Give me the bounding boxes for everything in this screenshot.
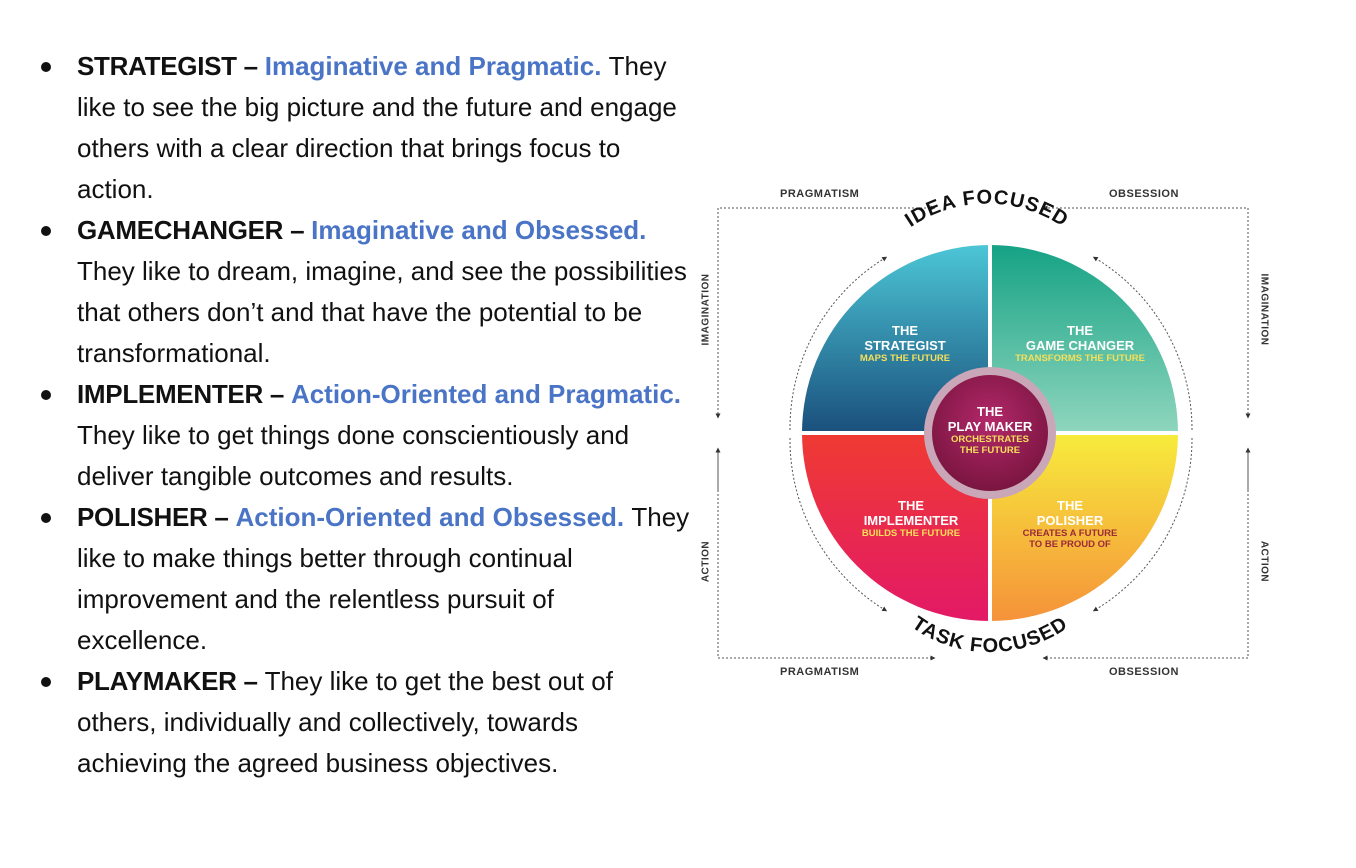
list-item-gamechanger: GAMECHANGER – Imaginative and Obsessed. … <box>40 210 690 374</box>
quadrant-strategist <box>802 245 990 433</box>
label-imagination-right: IMAGINATION <box>1258 273 1270 346</box>
diagram-graphic: IDEA FOCUSED TASK FOCUSED <box>715 187 1251 661</box>
playmaker-label: THE PLAY MAKER ORCHESTRATES THE FUTURE <box>947 404 1033 456</box>
role-traits: Imaginative and Obsessed. <box>311 215 647 245</box>
role-name: PLAYMAKER – <box>77 666 265 696</box>
label-pragmatism-top: PRAGMATISM <box>780 188 860 200</box>
role-traits: Action-Oriented and Pragmatic. <box>290 379 682 409</box>
quadrant-implementer <box>802 433 990 621</box>
role-name: GAMECHANGER – <box>77 215 312 245</box>
bullet-icon <box>41 62 51 72</box>
role-name: STRATEGIST – <box>77 51 265 81</box>
role-name: IMPLEMENTER – <box>77 379 291 409</box>
playmaker-circle <box>932 375 1048 491</box>
label-imagination-left: IMAGINATION <box>700 273 712 346</box>
role-name: POLISHER – <box>77 502 236 532</box>
label-action-left: ACTION <box>700 540 712 583</box>
label-obsession-bottom: OBSESSION <box>1109 666 1179 678</box>
role-description: They like to get things done conscientio… <box>77 420 630 491</box>
list-item-implementer: IMPLEMENTER – Action-Oriented and Pragma… <box>40 374 690 497</box>
role-traits: Action-Oriented and Obsessed. <box>235 502 632 532</box>
list-item-playmaker: PLAYMAKER – They like to get the best ou… <box>40 661 690 784</box>
implementer-label: THE IMPLEMENTER BUILDS THE FUTURE <box>861 498 961 539</box>
label-action-right: ACTION <box>1258 540 1270 583</box>
gamechanger-label: THE GAME CHANGER TRANSFORMS THE FUTURE <box>1015 323 1145 364</box>
list-item-polisher: POLISHER – Action-Oriented and Obsessed.… <box>40 497 690 661</box>
bullet-icon <box>41 390 51 400</box>
bullet-icon <box>41 226 51 236</box>
label-obsession-top: OBSESSION <box>1109 188 1179 200</box>
quadrant-gamechanger <box>990 245 1178 433</box>
label-pragmatism-bottom: PRAGMATISM <box>780 666 860 678</box>
bullet-icon <box>41 513 51 523</box>
role-list: STRATEGIST – Imaginative and Pragmatic. … <box>40 46 690 784</box>
bullet-icon <box>41 677 51 687</box>
role-diagram: IDEA FOCUSED TASK FOCUSED PRAGMATISM OBS… <box>690 180 1270 680</box>
idea-focused-title: IDEA FOCUSED <box>901 187 1072 232</box>
role-description: They like to see the big picture and the… <box>77 51 677 204</box>
role-description: They like to make things better through … <box>77 502 690 655</box>
role-description: They like to dream, imagine, and see the… <box>77 256 687 368</box>
role-description: They like to get the best out of others,… <box>77 666 613 778</box>
list-item-strategist: STRATEGIST – Imaginative and Pragmatic. … <box>40 46 690 210</box>
polisher-label: THE POLISHER CREATES A FUTURE TO BE PROU… <box>1022 498 1118 550</box>
quadrant-polisher <box>990 433 1178 621</box>
frame-lines <box>715 205 1251 661</box>
role-traits: Imaginative and Pragmatic. <box>264 51 609 81</box>
strategist-label: THE STRATEGIST MAPS THE FUTURE <box>859 323 951 364</box>
